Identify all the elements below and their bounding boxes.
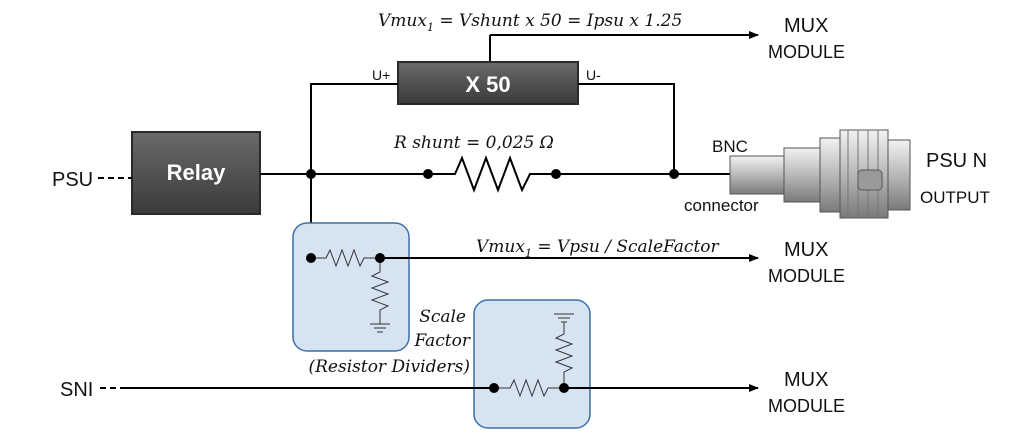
- scale-label-1: Scale: [419, 307, 466, 327]
- connector-label: connector: [684, 196, 759, 215]
- psu-n-label: PSU N: [926, 150, 987, 172]
- bnc-label: BNC: [712, 137, 748, 156]
- junction-dot: [306, 169, 316, 179]
- psu-label: PSU: [52, 169, 93, 191]
- shunt-label: R shunt = 0,025 Ω: [393, 133, 554, 153]
- mid-equation: Vmux1 = Vpsu / ScaleFactor: [476, 237, 720, 260]
- mux-label-top-1: MUX: [784, 15, 828, 37]
- mux-label-top-2: MODULE: [768, 42, 845, 62]
- divider-box-1: [292, 222, 410, 352]
- mux-label-bottom-2: MODULE: [768, 396, 845, 416]
- junction-dot: [306, 253, 316, 263]
- shunt-resistor: [428, 155, 556, 193]
- scale-label-2: Factor: [414, 331, 471, 351]
- divider-1-shunt-resistor: [370, 258, 390, 324]
- relay-label: Relay: [167, 160, 226, 185]
- amp-plus-wire: [310, 83, 398, 258]
- mux-label-mid-1: MUX: [784, 239, 828, 261]
- sni-label: SNI: [60, 379, 93, 401]
- psu-output-label: OUTPUT: [920, 188, 990, 207]
- mux-label-mid-2: MODULE: [768, 266, 845, 286]
- relay-block: [131, 131, 261, 215]
- bnc-connector-image: [729, 129, 911, 219]
- top-equation: Vmux1 = Vshunt x 50 = Ipsu x 1.25: [378, 11, 682, 34]
- divider-box-2: [473, 299, 591, 429]
- divider-1-series-resistor: [311, 248, 380, 268]
- junction-dot: [423, 169, 433, 179]
- divider-2-series-resistor: [494, 378, 564, 398]
- scale-label-3: (Resistor Dividers): [308, 357, 470, 377]
- junction-dot: [551, 169, 561, 179]
- amp-minus-wire: [578, 83, 675, 174]
- amplifier-label: X 50: [465, 72, 510, 97]
- mux-label-bottom-1: MUX: [784, 369, 828, 391]
- amp-out-label: U-: [586, 67, 601, 83]
- amp-in-label: U+: [372, 67, 390, 83]
- divider-2-shunt-resistor: [554, 322, 574, 388]
- junction-dot: [669, 169, 679, 179]
